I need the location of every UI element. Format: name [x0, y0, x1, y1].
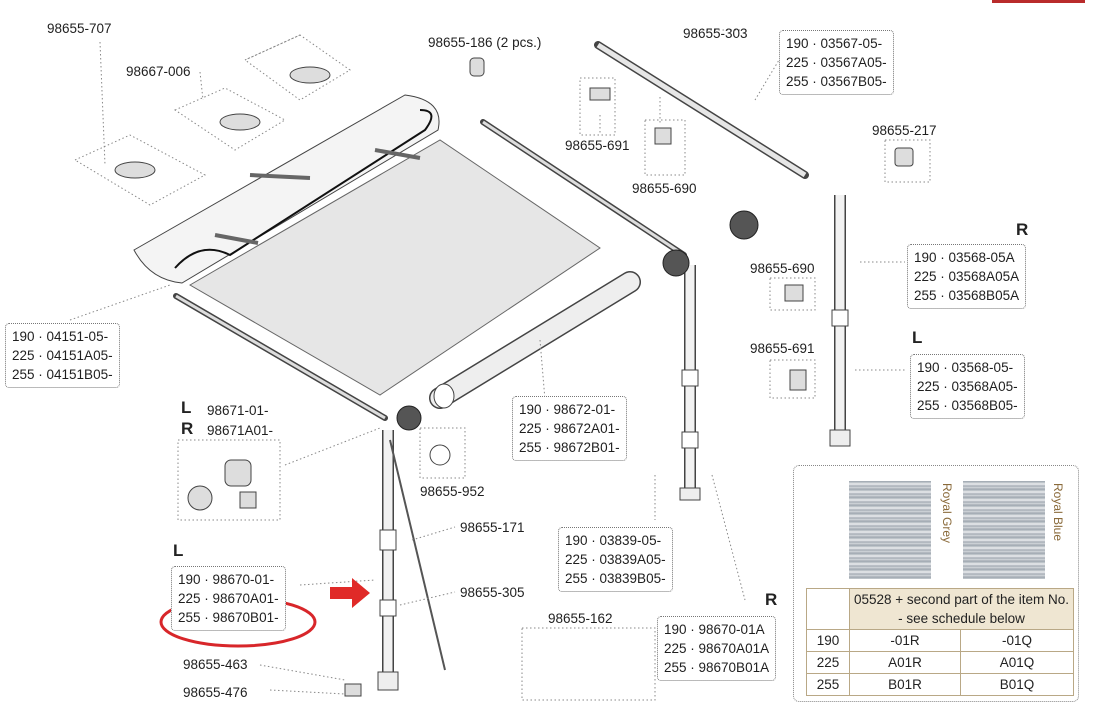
box-03567: 190 · 03567-05-225 · 03567A05-255 · 0356… — [779, 30, 894, 95]
label-98655-217: 98655-217 — [872, 123, 937, 138]
label-98655-303: 98655-303 — [683, 26, 748, 41]
label-98655-690-top: 98655-690 — [632, 181, 697, 196]
awning-canopy — [133, 94, 440, 284]
small-hardware-parts — [114, 57, 914, 697]
label-98671: 98671-01-98671A01- — [207, 403, 274, 438]
label-98655-463: 98655-463 — [183, 657, 248, 672]
red-pointer-arrow — [330, 578, 370, 608]
top-accent-bar — [992, 0, 1085, 3]
side-marker-left-2: L — [181, 398, 192, 417]
schedule-header: 05528 + second part of the item No. - se… — [849, 588, 1074, 630]
label-98655-691-top: 98655-691 — [565, 138, 630, 153]
label-98655-162: 98655-162 — [548, 611, 613, 626]
side-marker-right-3: R — [765, 590, 778, 609]
schedule-row: 255 B01R B01Q — [806, 673, 1074, 696]
schedule-row: 225 A01R A01Q — [806, 651, 1074, 674]
diagonal-brace — [389, 439, 446, 671]
box-98670-L: 190 · 98670-01-225 · 98670A01-255 · 9867… — [171, 566, 286, 631]
label-98655-476: 98655-476 — [183, 685, 248, 700]
swatch-royal-blue — [963, 481, 1045, 579]
label-98667-006: 98667-006 — [126, 64, 191, 79]
box-03568-L: 190 · 03568-05-225 · 03568A05-255 · 0356… — [910, 354, 1025, 419]
fabric-schedule-table: 05528 + second part of the item No. - se… — [806, 588, 1074, 696]
swatch-royal-grey — [849, 481, 931, 579]
side-marker-right-1: R — [1016, 220, 1029, 239]
awning-fabric-sheet — [189, 139, 601, 396]
label-98655-691-mid: 98655-691 — [750, 341, 815, 356]
label-98655-690-mid: 98655-690 — [750, 261, 815, 276]
schedule-row: 190 -01R -01Q — [806, 629, 1074, 652]
swatch-label-royal-grey: Royal Grey — [940, 483, 954, 544]
label-98655-952: 98655-952 — [420, 484, 485, 499]
fabric-options-panel: Royal Grey Royal Blue 05528 + second par… — [793, 465, 1079, 702]
side-marker-left-3: L — [173, 541, 184, 560]
swatch-label-royal-blue: Royal Blue — [1051, 483, 1065, 542]
awning-roller-tube — [174, 109, 433, 269]
side-marker-right-2: R — [181, 419, 194, 438]
side-marker-left-1: L — [912, 328, 923, 347]
schedule-corner — [806, 588, 850, 630]
box-03839: 190 · 03839-05-225 · 03839A05-255 · 0383… — [558, 527, 673, 592]
box-04151: 190 · 04151-05-225 · 04151A05-255 · 0415… — [5, 323, 120, 388]
box-98672: 190 · 98672-01-225 · 98672A01-255 · 9867… — [512, 396, 627, 461]
label-98655-186: 98655-186 (2 pcs.) — [428, 35, 542, 50]
label-98655-305: 98655-305 — [460, 585, 525, 600]
label-98655-171: 98655-171 — [460, 520, 525, 535]
label-98655-707: 98655-707 — [47, 21, 112, 36]
